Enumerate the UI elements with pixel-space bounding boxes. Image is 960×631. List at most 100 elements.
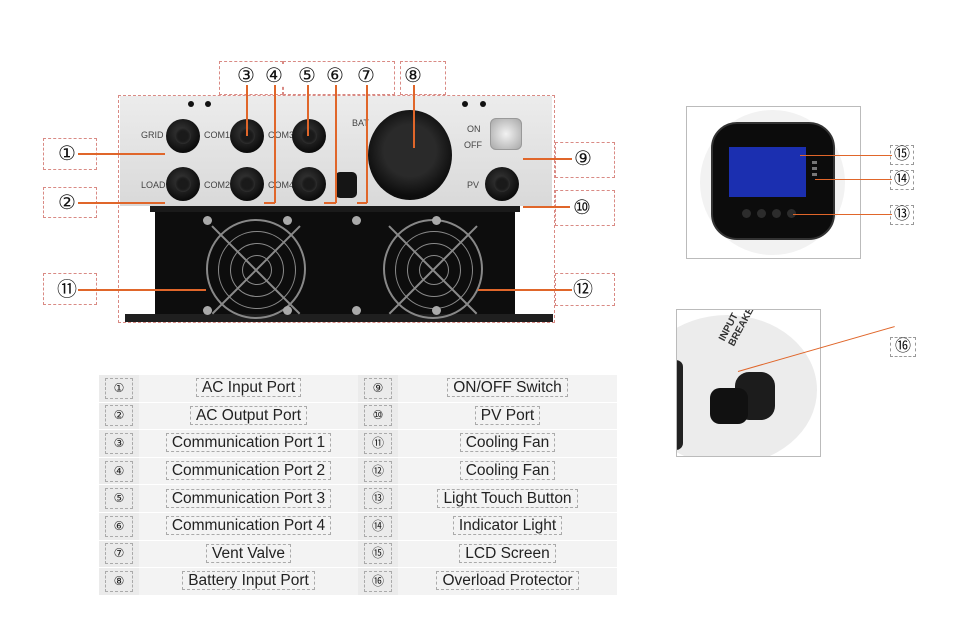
pv-label: PV xyxy=(467,180,480,190)
device-frame xyxy=(118,95,555,323)
callout-frame-15 xyxy=(890,145,914,165)
leader-line-6b xyxy=(324,202,336,204)
housing-edge xyxy=(677,360,683,450)
callout-5: ⑤ xyxy=(296,65,318,85)
legend-label: Indicator Light xyxy=(452,516,563,536)
legend-row: ⑧ Battery Input Port ⑯ Overload Protector xyxy=(99,567,617,596)
screw xyxy=(432,306,441,315)
legend-number: ⑬ xyxy=(364,488,392,510)
legend-number-cell: ⑫ xyxy=(358,457,398,486)
indicator-dot xyxy=(205,101,211,107)
callout-14: ⑭ xyxy=(893,169,910,188)
callout-16: ⑯ xyxy=(894,336,911,355)
leader-line-12 xyxy=(478,289,573,291)
com4-port xyxy=(292,167,326,201)
light-touch-button xyxy=(757,209,766,218)
legend-number-cell: ① xyxy=(99,375,139,403)
legend-number: ① xyxy=(105,377,133,399)
legend-label: Communication Port 4 xyxy=(165,516,332,536)
callout-frame-8 xyxy=(400,61,446,95)
callout-frame-14 xyxy=(890,170,914,190)
leader-line-8 xyxy=(413,84,415,148)
leader-line-1 xyxy=(73,153,165,155)
callout-4: ④ xyxy=(263,65,285,85)
legend-label-cell: Communication Port 3 xyxy=(139,484,358,513)
com2-port xyxy=(230,167,264,201)
legend-label-cell: Overload Protector xyxy=(398,567,617,596)
legend-number: ⑯ xyxy=(364,570,392,592)
legend-number: ⑤ xyxy=(105,488,133,510)
pv-port xyxy=(485,167,519,201)
leader-line-5 xyxy=(307,84,309,136)
legend-label: Vent Valve xyxy=(206,543,291,563)
bat-label: BAT xyxy=(352,118,369,128)
screw xyxy=(203,216,212,225)
indicator-light xyxy=(812,167,817,170)
legend-number-cell: ⑬ xyxy=(358,484,398,513)
leader-line-2 xyxy=(73,202,165,204)
legend-label: AC Output Port xyxy=(189,405,308,425)
callout-3: ③ xyxy=(235,65,257,85)
legend-label-cell: Cooling Fan xyxy=(398,429,617,458)
ac-output-port xyxy=(166,167,200,201)
leader-line-3 xyxy=(246,84,248,136)
leader-line-11 xyxy=(73,289,206,291)
leader-line-14 xyxy=(815,179,892,180)
legend-label: Battery Input Port xyxy=(182,571,315,591)
legend-label: ON/OFF Switch xyxy=(447,378,568,398)
callout-1: ① xyxy=(56,143,78,163)
off-label: OFF xyxy=(464,140,482,150)
legend-label-cell: AC Output Port xyxy=(139,402,358,431)
light-touch-button xyxy=(787,209,796,218)
cooling-fan-left xyxy=(206,219,306,319)
load-label: LOAD xyxy=(141,180,166,190)
legend-label-cell: PV Port xyxy=(398,402,617,431)
legend-number-cell: ⑯ xyxy=(358,567,398,596)
screw xyxy=(352,306,361,315)
callout-frame-9 xyxy=(555,142,615,178)
screw xyxy=(203,306,212,315)
legend-label: LCD Screen xyxy=(459,543,556,563)
vent-valve xyxy=(335,172,357,198)
legend-row: ④ Communication Port 2 ⑫ Cooling Fan xyxy=(99,457,617,486)
legend-label-cell: Indicator Light xyxy=(398,512,617,541)
com2-label: COM2 xyxy=(204,180,231,190)
leader-line-15 xyxy=(800,155,892,156)
legend-number-cell: ⑩ xyxy=(358,402,398,431)
indicator-light xyxy=(812,173,817,176)
screw xyxy=(432,216,441,225)
screw xyxy=(283,306,292,315)
legend-label: Light Touch Button xyxy=(437,488,578,508)
legend-number: ⑧ xyxy=(105,570,133,592)
legend-number: ⑪ xyxy=(364,432,392,454)
ac-input-port xyxy=(166,119,200,153)
screw xyxy=(352,216,361,225)
light-touch-button xyxy=(772,209,781,218)
legend-label-cell: Vent Valve xyxy=(139,540,358,569)
legend-number: ⑨ xyxy=(364,377,392,399)
legend-label: Communication Port 3 xyxy=(165,488,332,508)
legend-number-cell: ⑧ xyxy=(99,567,139,596)
legend-number: ⑫ xyxy=(364,460,392,482)
overload-protector xyxy=(710,388,748,424)
legend-label: Communication Port 1 xyxy=(165,433,332,453)
callout-9: ⑨ xyxy=(572,148,594,168)
legend-number-cell: ⑨ xyxy=(358,375,398,403)
legend-number: ⑭ xyxy=(364,515,392,537)
legend-number-cell: ④ xyxy=(99,457,139,486)
legend-label-cell: Communication Port 2 xyxy=(139,457,358,486)
legend-number-cell: ② xyxy=(99,402,139,431)
grid-label: GRID xyxy=(141,130,164,140)
legend-number-cell: ⑭ xyxy=(358,512,398,541)
leader-line-4 xyxy=(274,84,276,203)
legend-label: Cooling Fan xyxy=(459,461,556,481)
legend-label: Communication Port 2 xyxy=(165,461,332,481)
legend-label-cell: Communication Port 4 xyxy=(139,512,358,541)
light-touch-button xyxy=(742,209,751,218)
legend-number-cell: ⑮ xyxy=(358,540,398,569)
legend-label-cell: Battery Input Port xyxy=(139,567,358,596)
legend-number-cell: ⑤ xyxy=(99,484,139,513)
screw xyxy=(283,216,292,225)
